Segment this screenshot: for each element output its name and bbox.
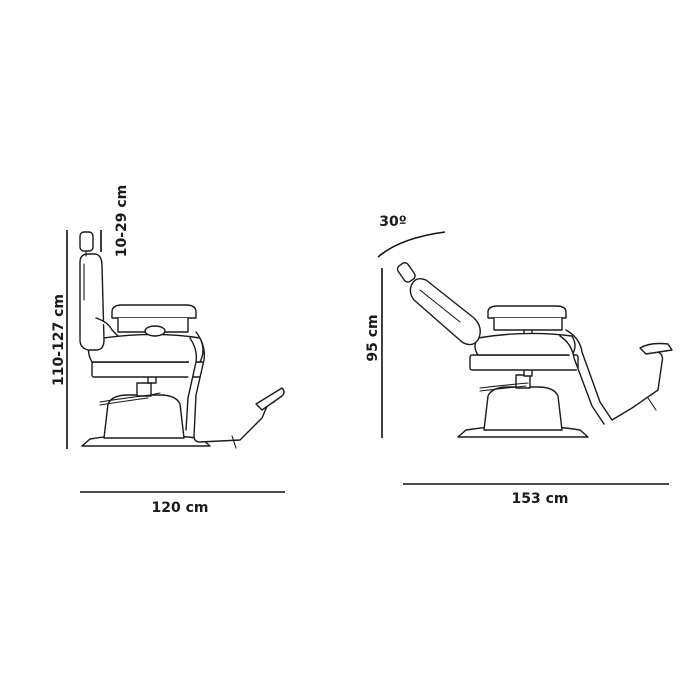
upright-chair-view: 110-127 cm 10-29 cm 120 cm (51, 185, 285, 516)
reclined-height-label: 95 cm (365, 314, 381, 361)
overall-height-label: 110-127 cm (51, 294, 67, 386)
reclined-chair-drawing (396, 262, 673, 438)
reclined-chair-view: 30º 95 cm 153 cm (365, 214, 673, 507)
recline-angle-arc (377, 231, 446, 258)
upright-chair-drawing (79, 231, 285, 449)
headrest-adjustment-label: 10-29 cm (114, 185, 130, 258)
width-label: 120 cm (152, 500, 209, 516)
reclined-width-label: 153 cm (512, 491, 569, 507)
recline-angle-label: 30º (379, 214, 406, 230)
